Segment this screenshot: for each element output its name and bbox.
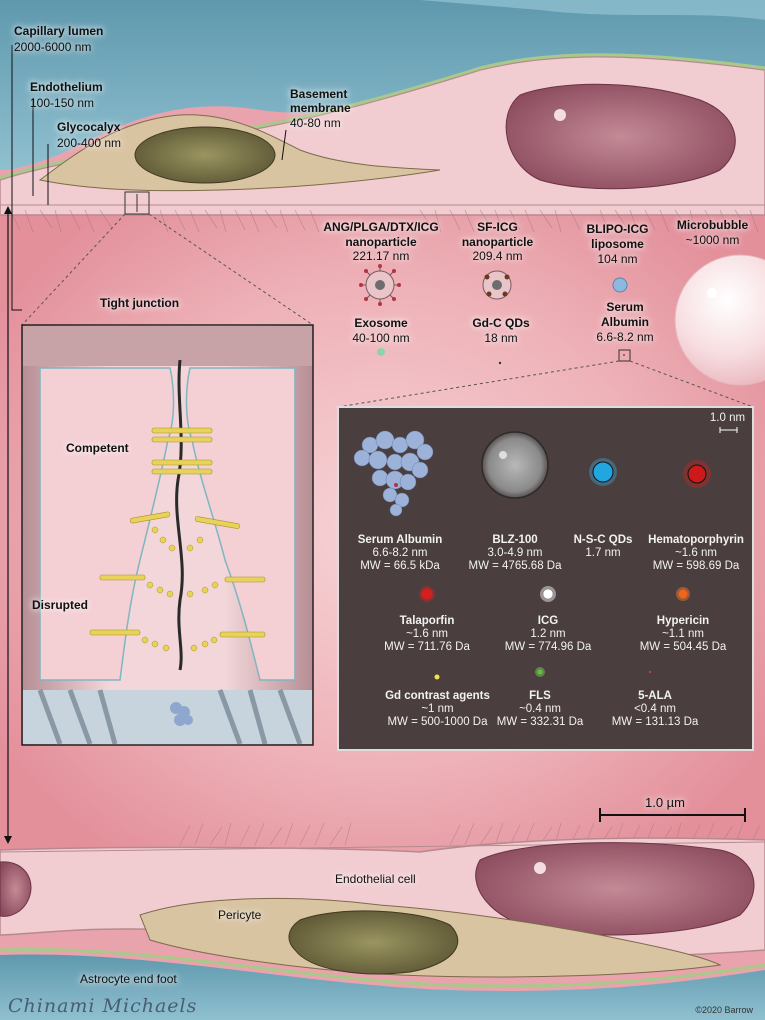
- basement-membrane-label-2: membrane: [290, 101, 351, 115]
- np-gdcqds-name: Gd-C QDs: [472, 316, 530, 330]
- astrocyte-label: Astrocyte end foot: [80, 972, 177, 986]
- agent-mw: MW = 711.76 Da: [384, 641, 470, 653]
- agent-size: ~0.4 nm: [519, 703, 561, 715]
- endothelial-cell-label: Endothelial cell: [335, 872, 416, 886]
- agent-size: ~1 nm: [421, 703, 454, 715]
- np-sficg-size: 209.4 nm: [472, 249, 523, 263]
- agent-blz100: BLZ-100 3.0-4.9 nm MW = 4765.68 Da: [460, 534, 570, 573]
- np-gdcqds-size: 18 nm: [484, 331, 518, 345]
- agent-name: Gd contrast agents: [385, 690, 490, 702]
- competent-label: Competent: [66, 441, 129, 455]
- agent-name: Hematoporphyrin: [648, 534, 744, 546]
- agent-size: 3.0-4.9 nm: [487, 547, 543, 559]
- agent-gd-contrast: Gd contrast agents ~1 nm MW = 500-1000 D…: [370, 690, 505, 729]
- inset-scale-label: 1.0 nm: [709, 412, 746, 424]
- np-microbubble-size: ~1000 nm: [685, 233, 740, 247]
- agent-serum-albumin: Serum Albumin 6.6-8.2 nm MW = 66.5 kDa: [345, 534, 455, 573]
- agent-icg: ICG 1.2 nm MW = 774.96 Da: [493, 615, 603, 654]
- np-angplga-size: 221.17 nm: [352, 249, 410, 263]
- copyright: ©2020 Barrow: [695, 1005, 753, 1015]
- np-albumin-size: 6.6-8.2 nm: [596, 330, 654, 344]
- nanoparticle-icons: [359, 254, 765, 386]
- endothelium-size: 100-150 nm: [30, 96, 95, 110]
- artist-signature: Chinami Michaels: [8, 995, 198, 1017]
- np-albumin-type: Albumin: [601, 315, 649, 329]
- agent-name: Serum Albumin: [357, 534, 443, 546]
- agent-mw: MW = 4765.68 Da: [468, 560, 562, 572]
- agent-hypericin: Hypericin ~1.1 nm MW = 504.45 Da: [628, 615, 738, 654]
- agent-name: ICG: [537, 615, 559, 627]
- agent-mw: MW = 774.96 Da: [504, 641, 592, 653]
- agent-name: Talaporfin: [399, 615, 455, 627]
- agent-size: 6.6-8.2 nm: [372, 547, 428, 559]
- glycocalyx-size: 200-400 nm: [57, 136, 122, 150]
- capillary-lumen-size: 2000-6000 nm: [14, 40, 92, 54]
- np-exosome-name: Exosome: [354, 316, 408, 330]
- agent-mw: MW = 332.31 Da: [496, 716, 584, 728]
- np-blipo-size: 104 nm: [597, 252, 638, 266]
- np-exosome-size: 40-100 nm: [352, 331, 410, 345]
- agent-mw: MW = 66.5 kDa: [360, 560, 440, 572]
- agent-name: FLS: [529, 690, 551, 702]
- agent-size: 1.7 nm: [585, 547, 621, 559]
- disrupted-label: Disrupted: [32, 598, 89, 612]
- agent-size: <0.4 nm: [634, 703, 676, 715]
- basement-membrane-label-1: Basement: [290, 87, 348, 101]
- agent-fls: FLS ~0.4 nm MW = 332.31 Da: [485, 690, 595, 729]
- agent-mw: MW = 504.45 Da: [639, 641, 727, 653]
- tight-junction-inset: [21, 324, 314, 746]
- agent-size: 1.2 nm: [530, 628, 566, 640]
- agent-size: ~1.6 nm: [675, 547, 717, 559]
- np-sficg-type: nanoparticle: [461, 235, 534, 249]
- tight-junction-title: Tight junction: [100, 296, 180, 310]
- scale-bar-label: 1.0 µm: [645, 795, 686, 810]
- np-albumin-name: Serum: [606, 300, 644, 314]
- agent-mw: MW = 500-1000 Da: [387, 716, 488, 728]
- capillary-lumen-label: Capillary lumen: [14, 24, 104, 38]
- agent-size: ~1.6 nm: [406, 628, 448, 640]
- basement-membrane-size: 40-80 nm: [290, 116, 341, 130]
- np-angplga-name: ANG/PLGA/DTX/ICG: [323, 220, 439, 234]
- np-blipo-type: liposome: [591, 237, 644, 251]
- glycocalyx-label: Glycocalyx: [57, 120, 121, 134]
- agent-name: N-S-C QDs: [573, 534, 633, 546]
- agent-name: Hypericin: [656, 615, 710, 627]
- agent-name: 5-ALA: [638, 690, 672, 702]
- agent-name: BLZ-100: [492, 534, 538, 546]
- agent-mw: MW = 598.69 Da: [652, 560, 740, 572]
- agent-hematoporphyrin: Hematoporphyrin ~1.6 nm MW = 598.69 Da: [640, 534, 752, 573]
- np-sficg-name: SF-ICG: [477, 220, 518, 234]
- agents-inset: [337, 406, 754, 751]
- np-microbubble-name: Microbubble: [676, 218, 749, 232]
- np-blipo-name: BLIPO-ICG: [586, 222, 649, 236]
- agent-mw: MW = 131.13 Da: [611, 716, 699, 728]
- agent-5ala: 5-ALA <0.4 nm MW = 131.13 Da: [600, 690, 710, 729]
- np-angplga-type: nanoparticle: [345, 235, 417, 249]
- endothelium-label: Endothelium: [30, 80, 103, 94]
- agent-talaporfin: Talaporfin ~1.6 nm MW = 711.76 Da: [372, 615, 482, 654]
- pericyte-label: Pericyte: [218, 908, 262, 922]
- agent-size: ~1.1 nm: [662, 628, 704, 640]
- agent-nscqds: N-S-C QDs 1.7 nm: [563, 534, 643, 560]
